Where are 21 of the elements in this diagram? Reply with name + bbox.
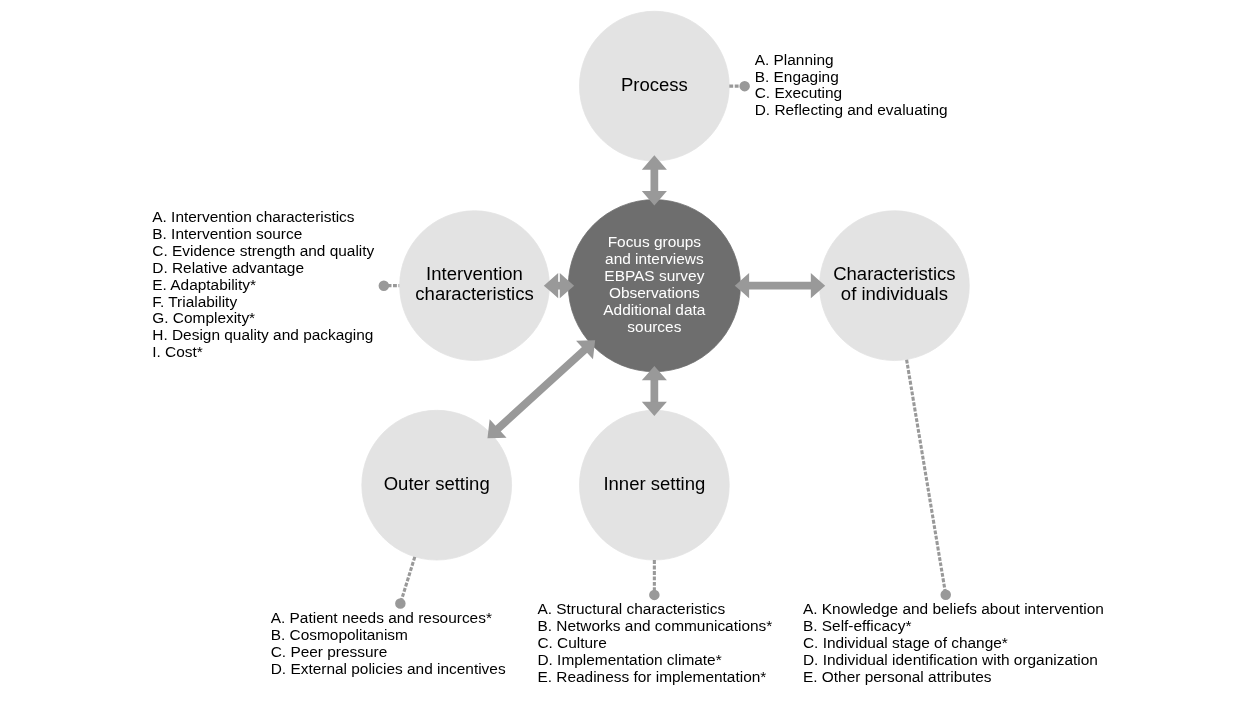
arrow xyxy=(487,340,595,439)
arrow xyxy=(641,155,667,206)
node-text: A. Planning B. Engaging C. Executing D. Reflecting and evaluating xyxy=(754,50,948,119)
node-circle: Focus groups and interviews EBPAS survey Observations Additional data sources xyxy=(567,199,741,373)
node-text: A. Patient needs and resources* B. Cosmopolitanism C. Peer pressure D. External policies and incentives xyxy=(270,608,506,677)
connector xyxy=(648,560,660,601)
node-circle: Outer setting xyxy=(360,409,512,561)
connector xyxy=(378,280,399,291)
connector xyxy=(728,80,750,92)
connector xyxy=(904,359,951,600)
arrow xyxy=(543,273,574,299)
node-circle: Process xyxy=(578,10,730,162)
connector xyxy=(394,556,416,609)
node-circle: Inner setting xyxy=(578,409,730,561)
node-circle: Characteristics of individuals xyxy=(818,210,970,361)
node-text: A. Structural characteristics B. Networks and communications* C. Culture D. Implementation climate* E. Readiness for implementation* xyxy=(536,600,772,686)
node-text: A. Intervention characteristics B. Intervention source C. Evidence strength and quality D. Relative advantage E. Adaptability* F. Trialability G. Complexity* H. Design quality and packaging I. Cost* xyxy=(151,207,374,361)
arrow xyxy=(641,365,667,417)
arrow xyxy=(734,273,825,299)
node-circle: Intervention characteristics xyxy=(398,210,550,361)
node-text: A. Knowledge and beliefs about intervention B. Self-efficacy* C. Individual stage of change* D. Individual identification with organization E. Other personal attributes xyxy=(802,600,1104,686)
